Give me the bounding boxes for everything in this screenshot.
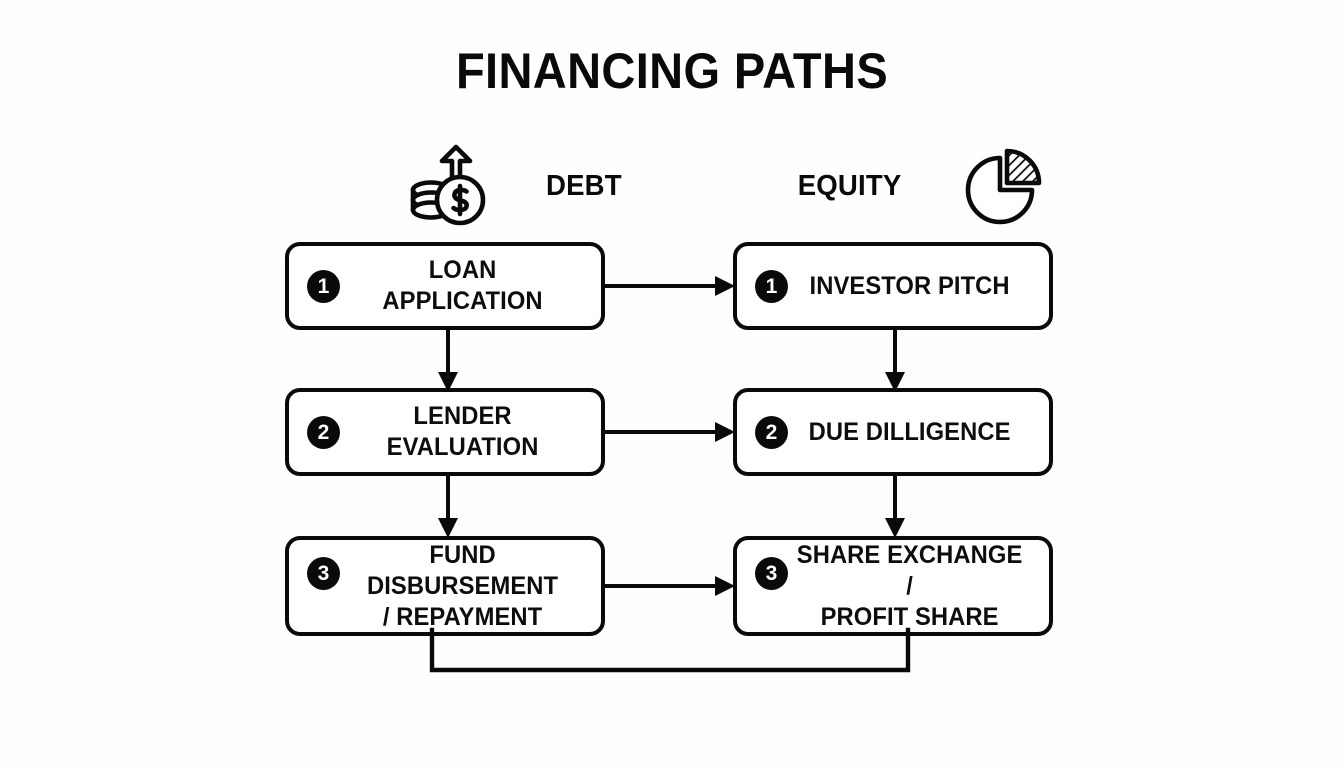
arrow-right-row3: [605, 566, 735, 606]
column-label-debt: DEBT: [545, 169, 622, 202]
step-box-loan-application[interactable]: 1 LOAN APPLICATION: [285, 242, 605, 330]
step-number-badge-wrap: 2: [755, 415, 788, 449]
step-label: SHARE EXCHANGE / PROFIT SHARE: [796, 540, 1023, 631]
step-box-investor-pitch[interactable]: 1 INVESTOR PITCH: [733, 242, 1053, 330]
step-box-share-exchange[interactable]: 3 SHARE EXCHANGE / PROFIT SHARE: [733, 536, 1053, 636]
step-box-lender-evaluation[interactable]: 2 LENDER EVALUATION: [285, 388, 605, 476]
pie-chart-icon: [960, 144, 1046, 228]
step-number-badge: 1: [755, 269, 788, 303]
step-label: DUE DILLIGENCE: [808, 417, 1011, 446]
step-number-badge-wrap: 3: [307, 557, 340, 590]
step-label: LENDER EVALUATION: [386, 402, 539, 461]
page-title: FINANCING PATHS: [455, 43, 889, 99]
step-number-badge-wrap: 1: [755, 269, 788, 303]
step-number-badge: 3: [755, 557, 788, 590]
step-number-badge-wrap: 1: [307, 269, 340, 303]
step-label: LOAN APPLICATION: [382, 256, 543, 315]
arrow-down-debt-2-3: [428, 476, 468, 538]
step-label: INVESTOR PITCH: [809, 271, 1010, 300]
step-label: FUND DISBURSEMENT / REPAYMENT: [366, 540, 559, 631]
step-number-badge: 2: [755, 415, 788, 449]
arrow-right-row2: [605, 412, 735, 452]
column-header-equity: EQUITY: [706, 144, 1046, 228]
step-number-badge: 1: [307, 269, 340, 303]
arrow-down-equity-1-2: [875, 330, 915, 392]
step-number-badge-wrap: 2: [307, 415, 340, 449]
step-box-due-dilligence[interactable]: 2 DUE DILLIGENCE: [733, 388, 1053, 476]
step-box-fund-disbursement[interactable]: 3 FUND DISBURSEMENT / REPAYMENT: [285, 536, 605, 636]
step-number-badge: 2: [307, 415, 340, 449]
column-header-debt: DEBT: [408, 144, 738, 228]
arrow-down-debt-1-2: [428, 330, 468, 392]
money-growth-icon: [408, 144, 494, 228]
arrow-down-equity-2-3: [875, 476, 915, 538]
column-label-equity: EQUITY: [797, 169, 902, 202]
step-number-badge: 3: [307, 557, 340, 590]
arrow-right-row1: [605, 266, 735, 306]
loop-back-connector: [429, 627, 911, 684]
step-number-badge-wrap: 3: [755, 557, 788, 590]
